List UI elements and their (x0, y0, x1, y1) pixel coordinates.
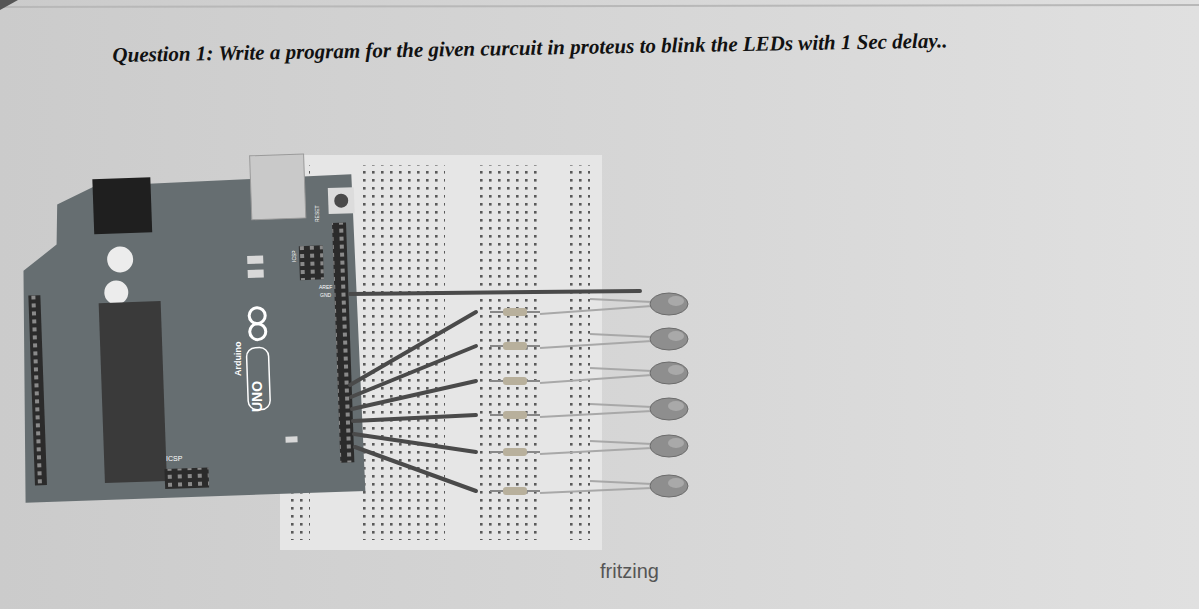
resistor-body (503, 487, 527, 495)
wire (354, 434, 476, 452)
resistor-symbol (490, 308, 540, 316)
led-lead (540, 411, 652, 417)
led-shine (668, 478, 684, 488)
led-shine (668, 331, 684, 341)
led-body (650, 398, 688, 420)
led-body (650, 475, 688, 497)
board-brand: Arduino (234, 342, 243, 377)
led-body (650, 293, 688, 315)
led-body (650, 328, 688, 350)
header-name: ICSP (292, 250, 297, 262)
resistor-symbol (490, 377, 540, 385)
led-body (650, 435, 688, 457)
resistor-body (503, 342, 527, 350)
breadboard-strip (478, 165, 538, 540)
question-title: Question 1: Write a program for the give… (112, 10, 1123, 82)
button-name: RESET (315, 205, 320, 222)
led-body (650, 362, 688, 384)
led-lead (540, 488, 652, 493)
breadboard-rail (568, 165, 590, 540)
arduino-board (14, 152, 366, 503)
icsp-pins (164, 467, 209, 489)
logo (249, 323, 266, 340)
led-lead (540, 306, 652, 314)
led-lead (590, 299, 652, 302)
paper-corner (0, 0, 18, 10)
leds (650, 293, 688, 497)
pin-name: AREF (319, 285, 332, 290)
led-shine (668, 365, 684, 375)
led-shine (668, 438, 684, 448)
header-name: ICSP (166, 455, 182, 462)
led-shine (668, 296, 684, 306)
led-lead (590, 441, 652, 444)
microcontroller-chip (99, 301, 167, 483)
led-lead (540, 341, 652, 348)
pin-header (332, 222, 354, 462)
board-model: UNO (250, 381, 264, 412)
icsp-pins (299, 245, 324, 280)
resistor-body (503, 308, 527, 316)
led-symbol (650, 398, 688, 420)
resistor-symbol (490, 342, 540, 350)
logo (249, 307, 266, 324)
wire (352, 381, 476, 409)
led-leads (540, 299, 652, 493)
reset-button-cap (334, 193, 348, 207)
led-symbol (650, 293, 688, 315)
led-lead (540, 448, 652, 454)
wires (350, 291, 640, 491)
capacitor (104, 280, 129, 305)
led-symbol (650, 328, 688, 350)
led-symbol (650, 362, 688, 384)
smd-part (248, 269, 264, 278)
led-lead (590, 368, 652, 371)
led-symbol (650, 475, 688, 497)
led-lead (590, 481, 652, 484)
capacitor (107, 246, 134, 273)
resistor-symbol (490, 487, 540, 495)
paper-edge (0, 5, 1199, 7)
resistor-symbol (490, 448, 540, 456)
resistors (490, 308, 540, 495)
wire (353, 415, 476, 421)
wire (350, 312, 476, 385)
led-shine (668, 401, 684, 411)
watermark: fritzing (600, 561, 659, 581)
icsp-header (164, 467, 209, 489)
usb-connector (250, 154, 306, 220)
wire (351, 346, 476, 397)
wire (355, 447, 476, 491)
resistor-symbol (490, 411, 540, 419)
resistor-body (503, 377, 527, 385)
pin-header-pins (332, 222, 354, 462)
pin-header-pins (28, 295, 47, 485)
led-lead (590, 334, 652, 337)
pin-header (28, 295, 47, 485)
resistor-body (503, 411, 527, 419)
pin-name: GND (320, 293, 331, 298)
resistor-body (503, 448, 527, 456)
icsp-header (299, 245, 324, 280)
led-lead (540, 375, 652, 383)
wire (350, 291, 640, 294)
reset-button (328, 187, 355, 214)
smd-led (285, 436, 297, 442)
led-lead (590, 404, 652, 407)
smd-part (247, 255, 263, 264)
led-symbol (650, 435, 688, 457)
power-jack (92, 177, 152, 234)
board-outline (15, 174, 366, 503)
